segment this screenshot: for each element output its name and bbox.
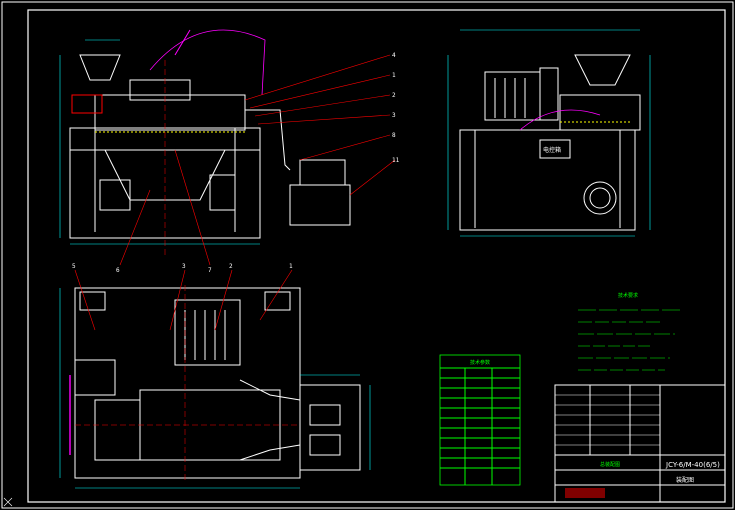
side-panel-label: 电控箱 bbox=[543, 146, 561, 154]
front-callouts: 4 1 2 3 8 11 6 7 bbox=[116, 52, 400, 274]
callout-bottom-a: 6 bbox=[116, 267, 120, 274]
callout-1: 1 bbox=[392, 72, 396, 79]
plan-callout-5: 5 bbox=[72, 263, 76, 270]
tech-table bbox=[439, 354, 521, 486]
callout-bottom-b: 7 bbox=[208, 267, 212, 274]
plan-callout-2: 2 bbox=[229, 263, 233, 270]
title-drawing-name: 装配图 bbox=[676, 476, 694, 484]
plan-callout-3: 3 bbox=[182, 263, 186, 270]
plan-view bbox=[59, 269, 371, 489]
callout-2: 2 bbox=[392, 92, 396, 99]
side-view bbox=[447, 29, 651, 237]
plan-callouts: 5 3 2 1 bbox=[72, 263, 293, 270]
plan-callout-1: 1 bbox=[289, 263, 293, 270]
callout-3: 3 bbox=[392, 112, 396, 119]
tech-table-heading: 技术参数 bbox=[470, 359, 490, 366]
title-subtitle: 总装配图 bbox=[600, 461, 620, 468]
drawing-frame bbox=[27, 9, 726, 503]
corner-mark bbox=[3, 497, 13, 507]
callout-4: 4 bbox=[392, 52, 396, 59]
callout-8: 8 bbox=[392, 132, 396, 139]
notes-block bbox=[578, 309, 680, 371]
callout-11: 11 bbox=[392, 157, 400, 164]
title-drawing-number: JCY-6/M-40(6/5) bbox=[665, 461, 720, 469]
notes-heading: 技术要求 bbox=[618, 292, 638, 299]
title-block bbox=[554, 384, 726, 503]
front-view bbox=[59, 29, 396, 266]
